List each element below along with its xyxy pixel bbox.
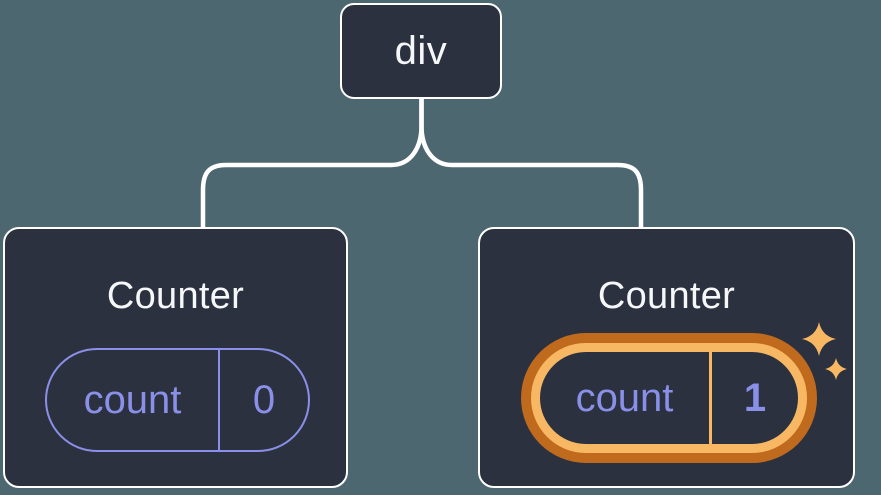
- connector-right-branch: [419, 96, 644, 231]
- sparkles-icon: [802, 322, 847, 380]
- counter-title: Counter: [106, 275, 245, 317]
- root-node: div: [340, 3, 502, 99]
- sparkle-small: [825, 358, 847, 380]
- state-pill: count 0: [45, 348, 310, 452]
- root-node-label: div: [394, 28, 448, 73]
- counter-card-left: Counter count 0: [3, 227, 348, 488]
- highlight-ring-outer: count 1: [521, 333, 817, 463]
- state-value: 0: [252, 377, 276, 422]
- state-key-label: count: [47, 350, 220, 450]
- state-value: 1: [743, 375, 767, 420]
- highlight-ring-inner: count 1: [531, 343, 807, 453]
- connector-left-branch: [200, 96, 424, 231]
- state-key-label: count: [540, 352, 712, 444]
- counter-title: Counter: [597, 275, 736, 317]
- sparkle-large: [802, 322, 836, 356]
- counter-card-right: Counter count 1: [478, 227, 855, 488]
- state-pill-highlighted: count 1: [540, 352, 798, 444]
